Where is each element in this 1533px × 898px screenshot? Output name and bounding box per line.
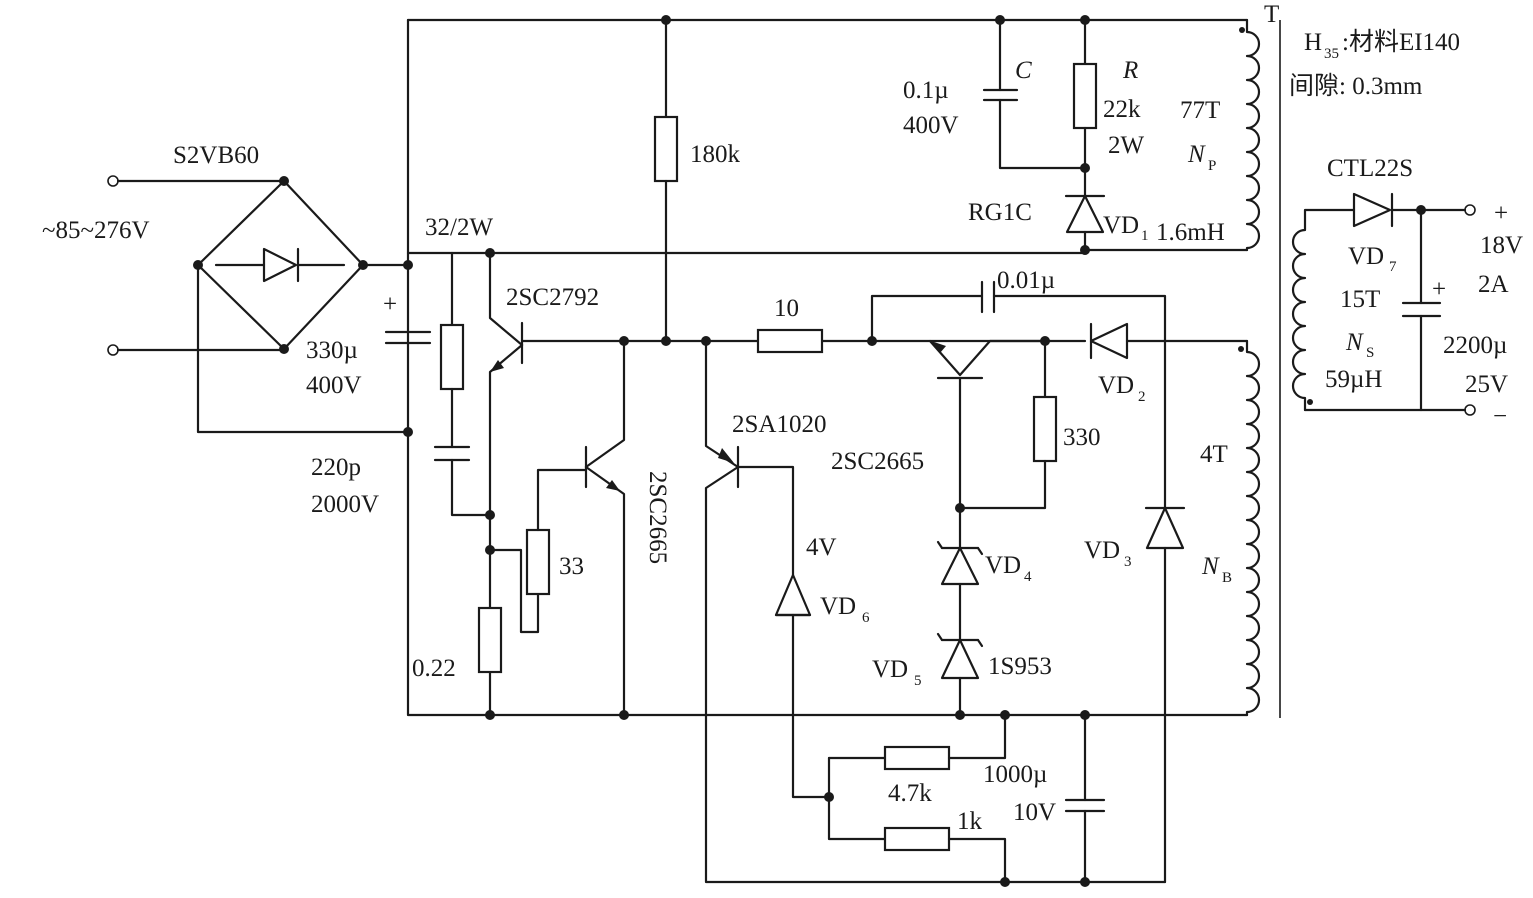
bulk-capacitor: + 330µ 400V (306, 291, 432, 399)
svg-text:R: R (1122, 57, 1138, 84)
svg-text:22k: 22k (1103, 96, 1141, 123)
bulk-cap-rating: 400V (306, 372, 362, 399)
r180k-label: 180k (690, 141, 741, 168)
bridge-part-label: S2VB60 (173, 142, 259, 169)
svg-text:VD: VD (985, 552, 1021, 579)
svg-text:4T: 4T (1200, 441, 1228, 468)
svg-text:1k: 1k (957, 808, 983, 835)
svg-text:330: 330 (1063, 424, 1101, 451)
svg-text:1: 1 (1141, 228, 1149, 244)
svg-text:2SC2792: 2SC2792 (506, 284, 599, 311)
resistor-180k: 180k (653, 18, 741, 343)
svg-text:N: N (1345, 329, 1364, 356)
ac-terminal-top (107, 175, 119, 187)
svg-text:CTL22S: CTL22S (1327, 155, 1413, 182)
svg-text:+: + (1494, 200, 1508, 227)
svg-text:1000µ: 1000µ (983, 761, 1047, 788)
svg-text:0.01µ: 0.01µ (997, 267, 1055, 294)
svg-text:VD: VD (1103, 212, 1139, 239)
svg-text:32/2W: 32/2W (425, 214, 493, 241)
svg-text:VD: VD (1348, 243, 1384, 270)
svg-text:2SA1020: 2SA1020 (732, 411, 826, 438)
svg-text:N: N (1187, 141, 1206, 168)
input-terminals: ~85~276V (42, 175, 286, 356)
svg-text:+: + (1432, 276, 1446, 303)
svg-text:25V: 25V (1465, 371, 1508, 398)
control-circuit: 2SA1020 4V VD 6 4.7k 1k 1000µ 10V (704, 339, 1249, 887)
svg-text:1.6mH: 1.6mH (1156, 219, 1225, 246)
svg-text:2200µ: 2200µ (1443, 332, 1507, 359)
svg-text:VD: VD (1084, 537, 1120, 564)
svg-text:0.22: 0.22 (412, 655, 456, 682)
bulk-cap-value: 330µ (306, 337, 358, 364)
svg-text:2A: 2A (1478, 271, 1509, 298)
svg-text:7: 7 (1389, 259, 1397, 275)
svg-text:10V: 10V (1013, 799, 1056, 826)
svg-text:3: 3 (1124, 554, 1132, 570)
snub-cap-rating: 2000V (311, 491, 379, 518)
svg-text:0.1µ: 0.1µ (903, 77, 949, 104)
svg-text:间隙: 0.3mm: 间隙: 0.3mm (1289, 72, 1423, 100)
transformer-primary: T 77T N P 1.6mH (1083, 1, 1279, 252)
svg-text:+: + (383, 291, 397, 318)
svg-text:B: B (1222, 570, 1232, 586)
core-label: H 35 :材料EI140 间隙: 0.3mm (1289, 28, 1460, 100)
svg-text:2W: 2W (1108, 132, 1145, 159)
svg-text:VD: VD (872, 656, 908, 683)
svg-text:C: C (1015, 57, 1032, 84)
svg-text:T: T (1264, 1, 1279, 28)
svg-text:1S953: 1S953 (988, 653, 1052, 680)
svg-text:5: 5 (914, 673, 922, 689)
transformer-bias-winding: 4T N B (1200, 339, 1261, 717)
svg-text:N: N (1201, 553, 1220, 580)
svg-text:18V: 18V (1480, 232, 1523, 259)
svg-text:4V: 4V (806, 534, 837, 561)
svg-text:6: 6 (862, 610, 870, 626)
output-terminal-plus (1464, 204, 1476, 216)
svg-text:2SC2665: 2SC2665 (831, 448, 924, 475)
snubber-network: C 0.1µ 400V R 22k 2W RG1C VD 1 (903, 18, 1149, 255)
svg-text:P: P (1208, 158, 1216, 174)
svg-text:15T: 15T (1340, 286, 1380, 313)
svg-text:S: S (1366, 345, 1374, 361)
svg-text:VD: VD (1098, 372, 1134, 399)
ac-input-label: ~85~276V (42, 217, 150, 244)
svg-text:10: 10 (774, 295, 799, 322)
svg-text:4.7k: 4.7k (888, 780, 932, 807)
svg-text:H: H (1304, 29, 1322, 56)
svg-text:35: 35 (1324, 46, 1339, 62)
svg-text:4: 4 (1024, 569, 1032, 585)
svg-text:400V: 400V (903, 112, 959, 139)
svg-text:2SC2665: 2SC2665 (644, 471, 671, 564)
drive-circuit: 10 0.01µ 2SC2665 330 VD 2 VD 3 (756, 267, 1249, 884)
svg-text:−: − (1493, 403, 1507, 430)
snub-cap-value: 220p (311, 454, 361, 481)
svg-text:VD: VD (820, 593, 856, 620)
bridge-rectifier: S2VB60 (173, 142, 368, 354)
svg-text:77T: 77T (1180, 97, 1220, 124)
secondary-output: CTL22S VD 7 15T N S 59µH + 2200µ 25V + 1… (1291, 155, 1523, 430)
svg-text:33: 33 (559, 553, 584, 580)
output-terminal-minus (1464, 404, 1476, 416)
svg-text::材料EI140: :材料EI140 (1342, 28, 1460, 56)
svg-text:RG1C: RG1C (968, 199, 1032, 226)
ac-terminal-bottom (107, 344, 119, 356)
svg-text:59µH: 59µH (1325, 366, 1382, 393)
svg-text:2: 2 (1138, 389, 1146, 405)
